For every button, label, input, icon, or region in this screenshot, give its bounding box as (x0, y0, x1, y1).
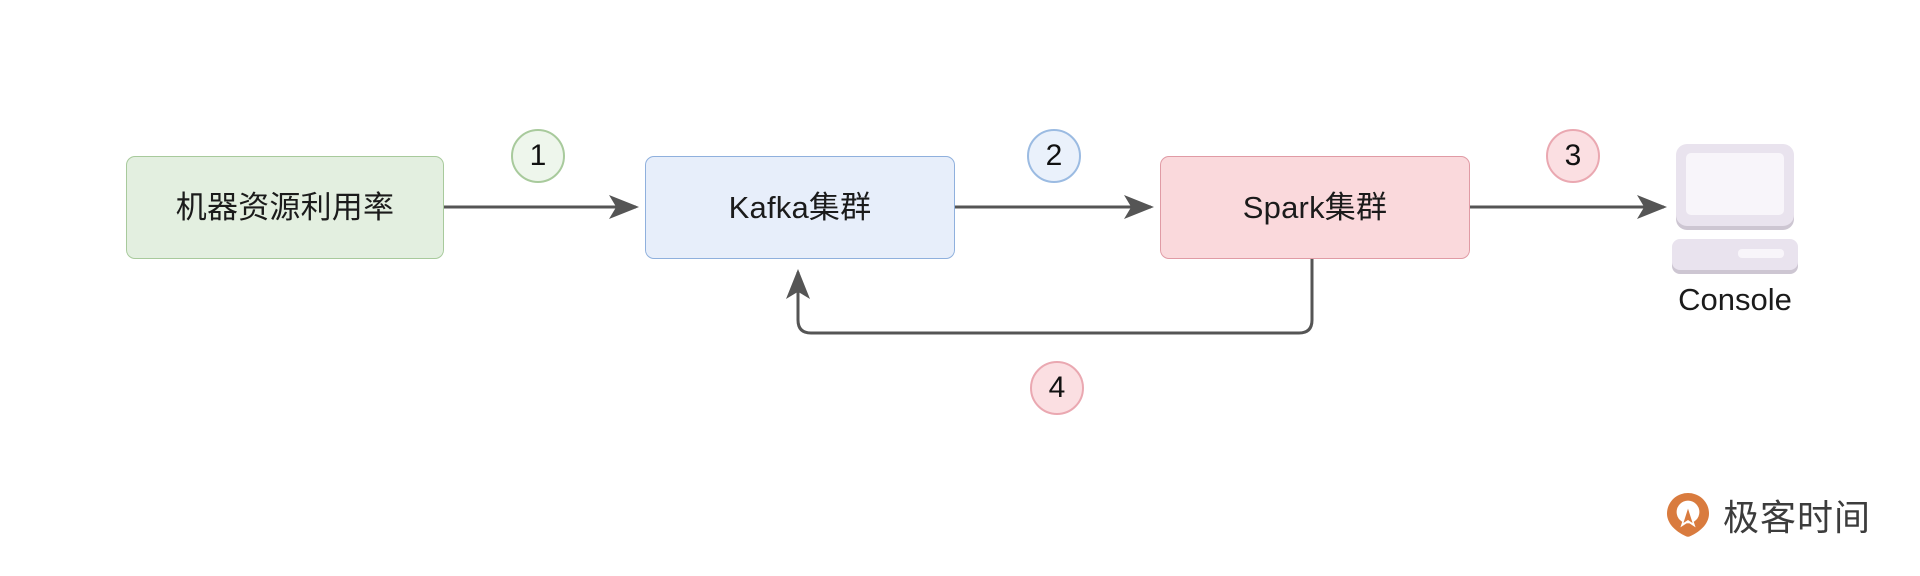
console-label: Console (1678, 282, 1792, 317)
node-console[interactable]: Console (1672, 144, 1798, 317)
step-badge-3: 3 (1546, 129, 1600, 183)
node-kafka-cluster[interactable]: Kafka集群 (645, 156, 955, 259)
node-spark-cluster[interactable]: Spark集群 (1160, 156, 1470, 259)
geektime-logo-icon (1667, 493, 1709, 537)
monitor-base-icon (1672, 239, 1798, 270)
node-source[interactable]: 机器资源利用率 (126, 156, 444, 259)
step-badge-1: 1 (511, 129, 565, 183)
edge-spark-to-kafka-feedback (786, 259, 1314, 335)
brand-name: 极客时间 (1723, 498, 1872, 539)
step-badge-2: 2 (1027, 129, 1081, 183)
step-badge-4: 4 (1030, 361, 1084, 415)
monitor-icon (1676, 144, 1794, 226)
brand-watermark: 极客时间 (1664, 489, 1871, 541)
